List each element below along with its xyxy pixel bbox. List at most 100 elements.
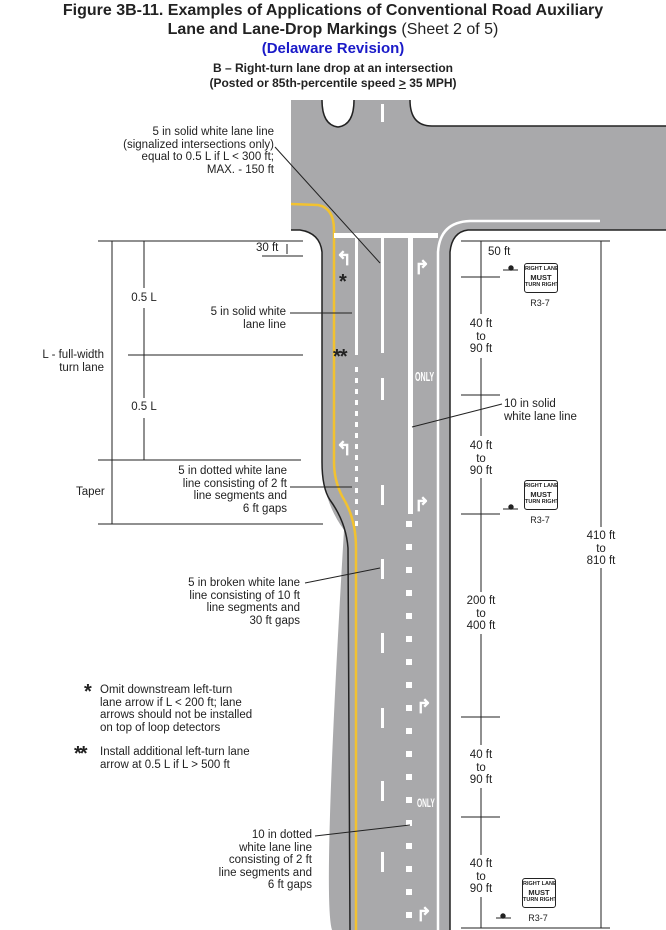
dim-taper: Taper	[76, 486, 105, 498]
double-asterisk-marker: **	[333, 346, 348, 368]
dot-segment	[406, 613, 412, 619]
dash-segment	[381, 559, 384, 579]
note-marker-single: *	[84, 681, 92, 703]
callout-line: (signalized intersections only)	[123, 138, 274, 151]
sign-text: MUST	[530, 273, 552, 282]
callout-line: 5 in broken white lane	[188, 577, 300, 589]
note-marker-double: **	[74, 743, 88, 765]
sheet-label: (Sheet 2 of 5)	[396, 21, 499, 38]
callout-line: 10 in dotted	[251, 829, 312, 841]
revision-label: (Delaware Revision)	[261, 40, 405, 57]
sign-text: RIGHT LANE	[525, 483, 558, 489]
callout-line: equal to 0.5 L if L < 300 ft;	[141, 151, 274, 163]
dim-line: 810 ft	[586, 555, 616, 567]
callout-line: consisting of 2 ft	[228, 854, 312, 866]
note-line: lane arrow if L < 200 ft; lane	[100, 696, 242, 709]
callout-broken-white: 5 in broken white lane line consisting o…	[160, 577, 300, 627]
figure-title-bold: Lane and Lane-Drop Markings	[167, 21, 397, 38]
dim-line: 400 ft	[466, 620, 496, 632]
only-word-upper: ONLY	[415, 369, 435, 384]
dot-segment	[406, 774, 412, 780]
callout-line: 5 in dotted white lane	[178, 465, 287, 477]
dash-segment	[381, 708, 384, 728]
upper-right-edge	[409, 99, 666, 127]
west-curb	[291, 229, 351, 930]
note-line: arrows should not be installed	[100, 709, 253, 721]
right-turn-arrow-icon: ↱	[416, 905, 432, 926]
dim-line: 40 ft	[469, 858, 493, 870]
dot-segment	[355, 510, 358, 515]
right-edge-line	[436, 219, 600, 930]
speed-ge: >	[398, 76, 406, 90]
dim-half-L-upper: 0.5 L	[124, 292, 164, 305]
dot-segment	[355, 488, 358, 493]
dim-line: to	[596, 542, 606, 555]
dim-line: L - full-width	[42, 349, 104, 361]
dot-segment	[355, 477, 358, 482]
note-line: on top of loop detectors	[100, 721, 221, 734]
callout-dotted-5in: 5 in dotted white lane line consisting o…	[150, 465, 287, 515]
dot-segment	[406, 728, 412, 734]
leader-intersection	[274, 146, 381, 264]
r3-7-sign: RIGHT LANE MUST TURN RIGHT	[522, 878, 556, 908]
dim-half-L-lower: 0.5 L	[124, 401, 164, 414]
dot-segment	[406, 751, 412, 757]
sign-posts	[496, 265, 518, 919]
note-single: Omit downstream left-turn lane arrow if …	[100, 684, 252, 734]
stop-line	[334, 233, 438, 238]
speed-pre: (Posted or 85th-percentile speed	[209, 76, 399, 90]
dot-segment	[355, 378, 358, 383]
dim-line: 90 ft	[469, 343, 493, 355]
dim-line: to	[476, 870, 486, 883]
dim-line: to	[476, 330, 486, 343]
dim-line: 410 ft	[586, 530, 616, 542]
sign-code: R3-7	[528, 913, 548, 923]
right-turn-arrow-icon: ↱	[414, 258, 430, 279]
left-turn-arrow-icon: ↰	[336, 249, 352, 270]
single-asterisk-marker: *	[339, 271, 347, 293]
dim-line: 90 ft	[469, 774, 493, 786]
dot-segment	[355, 400, 358, 405]
dash-segment	[381, 485, 384, 505]
dotted-5in-line	[355, 367, 358, 526]
leader-broken	[304, 567, 381, 584]
callout-line: 30 ft gaps	[249, 614, 300, 627]
dot-segment	[406, 682, 412, 688]
leader-dotted-10in	[314, 824, 411, 837]
dot-segment	[355, 389, 358, 394]
leader-solid-10in	[411, 403, 503, 428]
callout-line: line consisting of 10 ft	[189, 589, 300, 602]
callout-solid-white: 5 in solid white lane line	[160, 306, 286, 331]
dot-segment	[406, 843, 412, 849]
left-turn-arrow-icon: ↰	[336, 439, 352, 460]
callout-line: line segments and	[218, 866, 312, 879]
dim-line: 40 ft	[469, 749, 493, 761]
dash-segment	[381, 633, 384, 653]
dot-segment	[355, 521, 358, 526]
callout-intersection-line: 5 in solid white lane line (signalized i…	[100, 126, 274, 176]
solid-10in-lane-line	[408, 238, 413, 514]
dim-line: to	[476, 761, 486, 774]
callout-line: 6 ft gaps	[242, 502, 287, 515]
callout-line: white lane line	[504, 410, 577, 423]
dim-30ft: 30 ft	[256, 242, 279, 254]
dot-segment	[406, 521, 412, 527]
dot-segment	[406, 797, 412, 803]
dot-segment	[406, 866, 412, 872]
dim-line: turn lane	[59, 361, 104, 374]
dot-segment	[355, 455, 358, 460]
dash-segment	[381, 852, 384, 872]
speed-condition: (Posted or 85th-percentile speed > 35 MP…	[0, 76, 666, 90]
callout-solid-10in: 10 in solid white lane line	[504, 398, 577, 423]
dim-line: 40 ft	[469, 318, 493, 330]
sign-text: TURN RIGHT	[523, 897, 556, 903]
r3-7-sign: RIGHT LANE MUST TURN RIGHT	[524, 480, 558, 510]
dim-50ft: 50 ft	[488, 246, 511, 258]
callout-line: line segments and	[193, 490, 287, 502]
dot-segment	[406, 544, 412, 550]
dotted-10in-line	[406, 521, 412, 918]
